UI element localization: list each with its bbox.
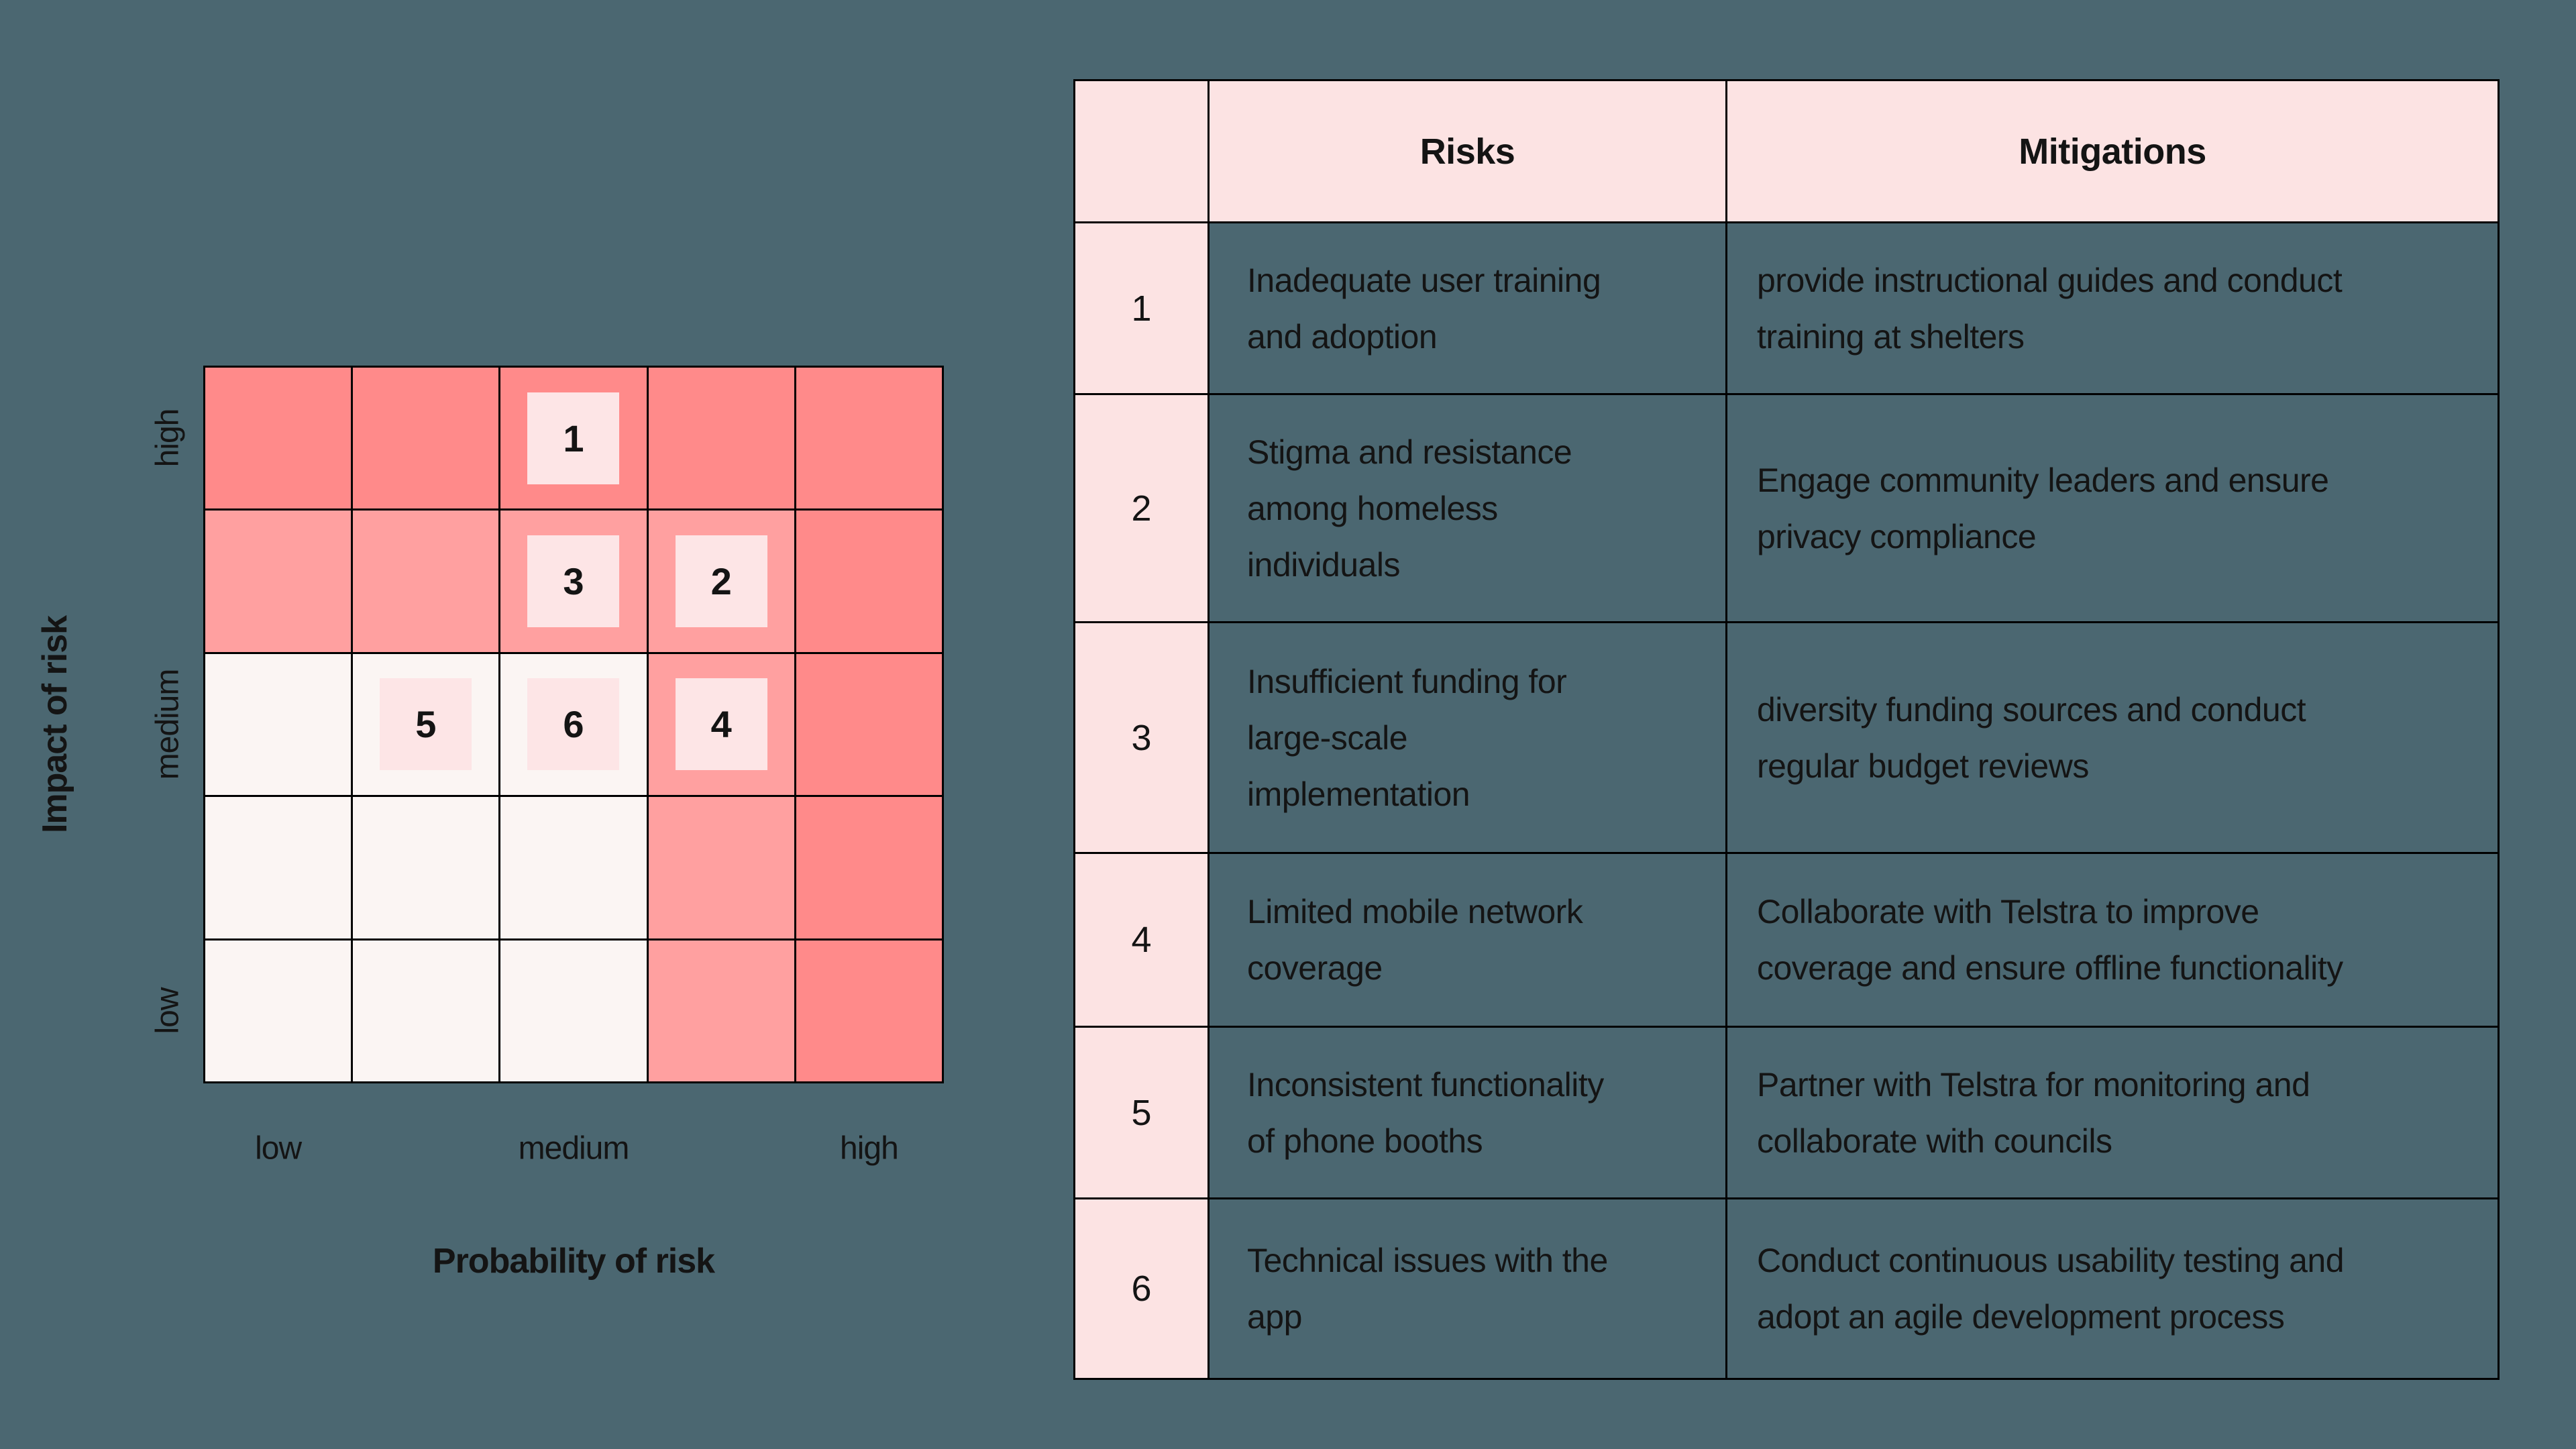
risk-cell: Stigma and resistance among homeless ind… [1208, 393, 1727, 623]
matrix-marker-1: 1 [527, 392, 620, 484]
matrix-cell-r1c3: 1 [500, 368, 647, 509]
matrix-cell-r4c1 [205, 797, 352, 938]
y-tick-label-low: low [150, 987, 186, 1034]
matrix-marker-2: 2 [675, 535, 767, 628]
matrix-cell-r3c5 [796, 653, 942, 796]
matrix-cell-r2c2 [353, 511, 499, 652]
x-tick-label-medium: medium [518, 1130, 630, 1167]
x-tick-label-low: low [255, 1130, 302, 1167]
matrix-cell-r4c3 [500, 797, 647, 938]
matrix-cell-r2c3: 3 [500, 511, 647, 652]
matrix-cell-r1c4 [648, 368, 794, 509]
y-tick-label-medium: medium [150, 669, 186, 780]
mitigation-cell: provide instructional guides and conduct… [1725, 221, 2500, 395]
mitigation-cell: Partner with Telstra for monitoring and … [1725, 1026, 2500, 1199]
risks-column-header: Risks [1208, 79, 1727, 223]
risk-cell: Inadequate user training and adoption [1208, 221, 1727, 395]
row-number-cell: 2 [1073, 393, 1210, 623]
matrix-marker-4: 4 [675, 678, 767, 771]
table-corner-cell [1073, 79, 1210, 223]
risk-cell: Insufficient funding for large-scale imp… [1208, 621, 1727, 854]
matrix-marker-3: 3 [527, 535, 620, 628]
row-number-cell: 3 [1073, 621, 1210, 854]
matrix-cell-r4c2 [353, 797, 499, 938]
y-tick-label-high: high [150, 409, 186, 468]
matrix-cell-r3c3: 6 [500, 653, 647, 796]
risk-cell: Technical issues with the app [1208, 1197, 1727, 1380]
mitigation-cell: Collaborate with Telstra to improve cove… [1725, 852, 2500, 1028]
matrix-cell-r1c2 [353, 368, 499, 509]
row-number-cell: 4 [1073, 852, 1210, 1028]
matrix-cell-r3c1 [205, 653, 352, 796]
matrix-cell-r1c5 [796, 368, 942, 509]
matrix-cell-r4c5 [796, 797, 942, 938]
row-number-cell: 6 [1073, 1197, 1210, 1380]
mitigation-cell: Conduct continuous usability testing and… [1725, 1197, 2500, 1380]
risk-cell: Inconsistent functionality of phone boot… [1208, 1026, 1727, 1199]
mitigation-cell: diversity funding sources and conduct re… [1725, 621, 2500, 854]
matrix-cell-r2c4: 2 [648, 511, 794, 652]
matrix-cell-r1c1 [205, 368, 352, 509]
matrix-cell-r5c3 [500, 940, 647, 1081]
mitigations-column-header: Mitigations [1725, 79, 2500, 223]
risk-cell: Limited mobile network coverage [1208, 852, 1727, 1028]
x-tick-label-high: high [840, 1130, 899, 1167]
mitigation-cell: Engage community leaders and ensure priv… [1725, 393, 2500, 623]
matrix-cell-r3c2: 5 [353, 653, 499, 796]
table-header-row: Risks Mitigations [1073, 79, 2500, 223]
matrix-cell-r2c1 [205, 511, 352, 652]
matrix-cell-r2c5 [796, 511, 942, 652]
matrix-cell-r5c4 [648, 940, 794, 1081]
x-axis-title: Probability of risk [432, 1242, 715, 1281]
matrix-cell-r5c5 [796, 940, 942, 1081]
y-axis-title: Impact of risk [36, 615, 74, 834]
matrix-cell-r5c1 [205, 940, 352, 1081]
matrix-cell-r5c2 [353, 940, 499, 1081]
row-number-cell: 5 [1073, 1026, 1210, 1199]
matrix-marker-5: 5 [380, 678, 472, 771]
row-number-cell: 1 [1073, 221, 1210, 395]
matrix-cell-r3c4: 4 [648, 653, 794, 796]
matrix-marker-6: 6 [527, 678, 620, 771]
matrix-cell-r4c4 [648, 797, 794, 938]
